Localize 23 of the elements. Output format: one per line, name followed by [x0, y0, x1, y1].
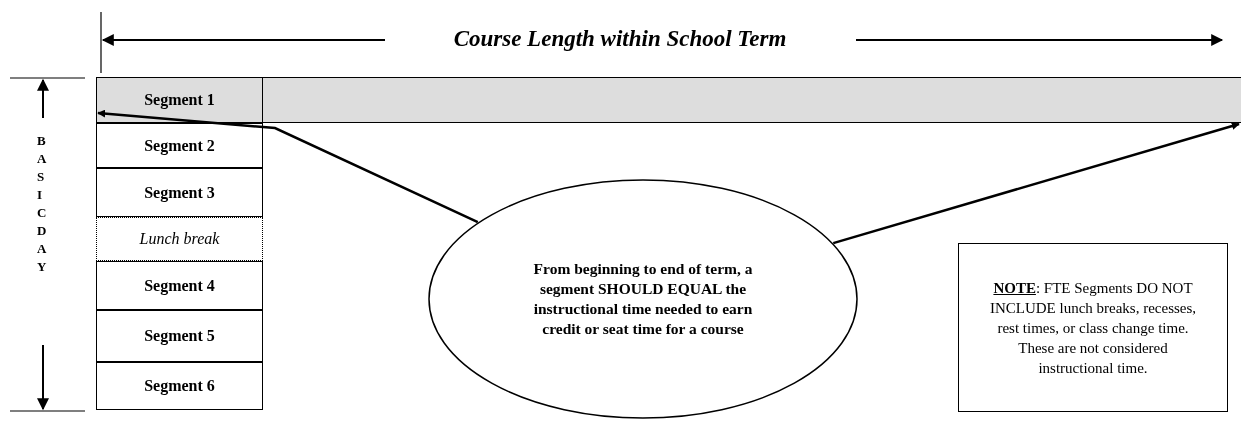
- segment-cell: [96, 123, 263, 168]
- break-label: Lunch break: [139, 230, 220, 248]
- dimension-label: BASIC DAY: [37, 132, 50, 276]
- segment-cell: [96, 77, 263, 123]
- note-box: [958, 243, 1228, 412]
- segment-label: Segment 5: [144, 327, 215, 345]
- dimension-label: Course Length within School Term: [452, 26, 788, 52]
- arrow: [832, 122, 1240, 245]
- segment-label: Segment 6: [144, 377, 215, 395]
- segment-label: Segment 1: [144, 91, 215, 109]
- segment-label: Segment 4: [144, 276, 215, 295]
- break-cell: [96, 217, 263, 261]
- shaded-bar: [263, 77, 1241, 123]
- callout-text: From beginning to end of term, a segment SHOULD EQUAL the instructional time needed to earn credit or seat time for a course: [532, 259, 754, 339]
- arrow: [97, 109, 479, 224]
- segment-cell: [96, 310, 263, 362]
- segment-cell: [96, 362, 263, 410]
- segment-label: Segment 3: [144, 183, 215, 202]
- segment-cell: [96, 261, 263, 310]
- segment-cell: [96, 168, 263, 217]
- segment-label: Segment 2: [144, 136, 215, 155]
- note-text: NOTE: FTE Segments DO NOT INCLUDE lunch breaks, recesses, rest times, or class change time. These are not considered instructional time.: [988, 278, 1198, 378]
- callout-ellipse: [428, 179, 858, 419]
